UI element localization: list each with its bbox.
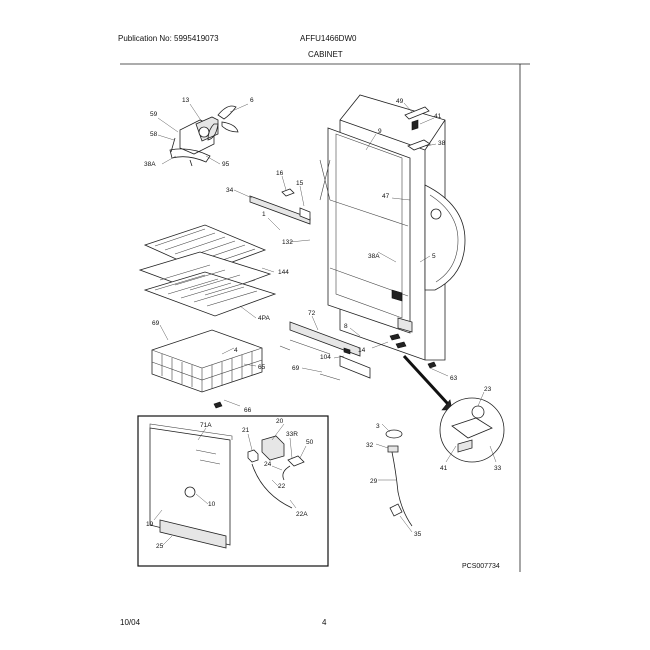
- label-72: 72: [308, 310, 316, 317]
- kickplate: [279, 321, 407, 381]
- label-34: 34: [226, 187, 234, 194]
- label-58: 58: [150, 131, 158, 138]
- label-9: 9: [378, 128, 382, 135]
- label-104: 104: [320, 354, 331, 361]
- label-33R: 33R: [286, 431, 298, 438]
- publication-number: Publication No: 5995419073: [118, 34, 219, 43]
- label-20: 20: [276, 418, 284, 425]
- section-title: CABINET: [308, 50, 343, 59]
- label-33: 33: [494, 465, 502, 472]
- label-14: 14: [358, 347, 366, 354]
- label-4PA: 4PA: [258, 315, 270, 322]
- label-41: 41: [434, 113, 442, 120]
- label-13: 13: [182, 97, 190, 104]
- label-38: 38: [438, 140, 446, 147]
- footer-page-number: 4: [322, 618, 327, 627]
- label-38A-cabinet: 38A: [368, 253, 380, 260]
- label-4: 4: [234, 347, 238, 354]
- label-23: 23: [484, 386, 492, 393]
- cabinet-body: [319, 94, 466, 361]
- label-38A: 38A: [144, 161, 156, 168]
- label-66: 66: [244, 407, 252, 414]
- hinge-parts: [404, 106, 431, 151]
- label-24: 24: [264, 461, 272, 468]
- label-6: 6: [250, 97, 254, 104]
- label-47: 47: [382, 193, 390, 200]
- footer-date: 10/04: [120, 618, 141, 627]
- label-19: 19: [146, 521, 154, 528]
- label-32: 32: [366, 442, 374, 449]
- label-16: 16: [276, 170, 284, 177]
- label-63: 63: [450, 375, 458, 382]
- label-8: 8: [344, 323, 348, 330]
- control-inset: [137, 415, 329, 567]
- label-65: 65: [258, 364, 266, 371]
- label-10: 10: [208, 501, 216, 508]
- label-1: 1: [262, 211, 266, 218]
- label-15: 15: [296, 180, 304, 187]
- label-71A: 71A: [200, 422, 212, 429]
- model-number: AFFU1466DW0: [300, 34, 357, 43]
- label-22A: 22A: [296, 511, 308, 518]
- label-69: 69: [152, 320, 160, 327]
- label-22: 22: [278, 483, 286, 490]
- label-95: 95: [222, 161, 230, 168]
- label-21: 21: [242, 427, 250, 434]
- label-5: 5: [432, 253, 436, 260]
- label-3: 3: [376, 423, 380, 430]
- hinge-detail: [402, 354, 505, 463]
- label-144: 144: [278, 269, 289, 276]
- label-132: 132: [282, 239, 293, 246]
- fan-motor-assembly: [169, 105, 239, 167]
- label-25: 25: [156, 543, 164, 550]
- label-50: 50: [306, 439, 314, 446]
- shelf-rail: [249, 188, 311, 225]
- label-41-detail: 41: [440, 465, 448, 472]
- label-69-kick: 69: [292, 365, 300, 372]
- drawing-code: PCS007734: [462, 563, 500, 570]
- wire-basket: [151, 329, 263, 393]
- label-29: 29: [370, 478, 378, 485]
- wire-shelves: [138, 224, 277, 317]
- label-59: 59: [150, 111, 158, 118]
- label-35: 35: [414, 531, 422, 538]
- drain-parts: [385, 429, 413, 527]
- label-49: 49: [396, 98, 404, 105]
